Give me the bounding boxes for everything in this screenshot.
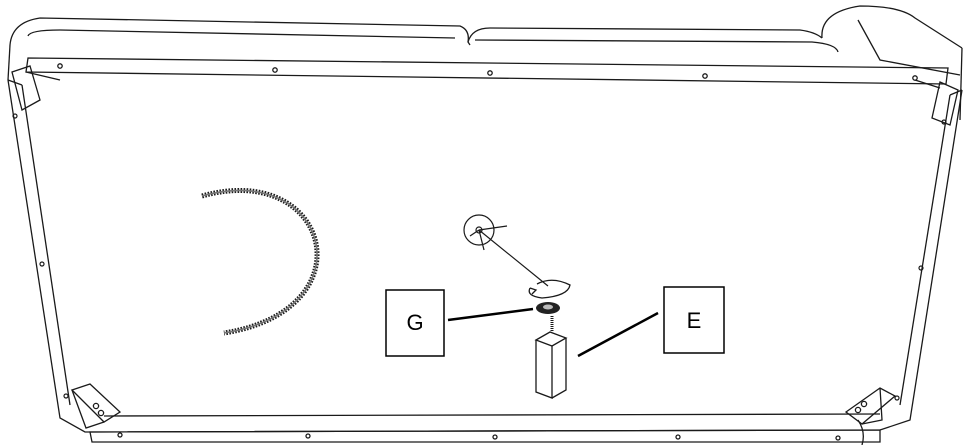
side-rail-holes [12,113,947,401]
rotation-arrow-icon [528,279,571,299]
callout-g: G [385,289,534,357]
sofa-top-outline [7,5,963,121]
leg-part [534,316,568,399]
mounting-plate [463,214,549,287]
callout-g-label: G [406,310,423,335]
corner-block-left [70,383,122,429]
corner-block-right [844,387,897,425]
frame-outline [7,65,963,433]
bottom-rail [89,413,881,445]
callout-e-label: E [687,308,702,333]
top-rail [25,57,949,85]
cable-arc [201,188,320,336]
callout-e: E [577,286,725,358]
washer-part [536,302,560,314]
